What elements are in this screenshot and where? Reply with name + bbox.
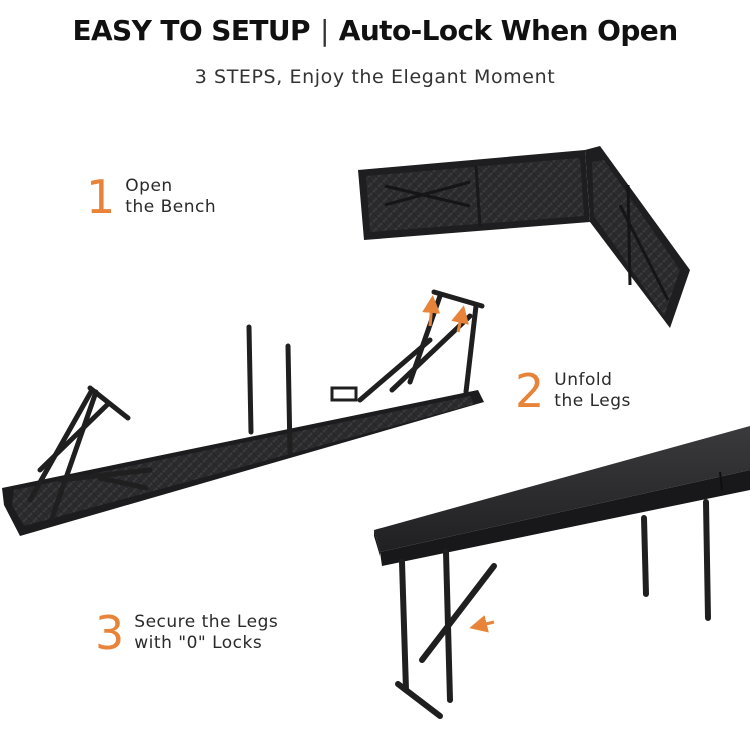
- step-2-line1: Unfold: [554, 370, 613, 390]
- step-2-line2: the Legs: [554, 391, 631, 411]
- step-3-line1: Secure the Legs: [134, 612, 279, 632]
- step-3: 3 Secure the Legs with "0" Locks: [95, 610, 278, 656]
- step-3-number: 3: [95, 606, 125, 660]
- step-1-text: Open the Bench: [125, 176, 216, 218]
- title-separator: |: [319, 14, 329, 47]
- title-auto-lock: Auto-Lock When Open: [338, 14, 678, 47]
- step-2-number: 2: [515, 364, 545, 418]
- step-1-number: 1: [86, 170, 116, 224]
- folded-bench-image: [358, 146, 690, 328]
- unfolding-bench-image: [2, 289, 485, 536]
- step-2-text: Unfold the Legs: [554, 370, 631, 412]
- standing-bench-image: [374, 426, 750, 719]
- step-1-line2: the Bench: [125, 197, 217, 217]
- step-3-line2: with "0" Locks: [134, 633, 263, 653]
- step-1: 1 Open the Bench: [86, 174, 216, 220]
- step-3-text: Secure the Legs with "0" Locks: [134, 612, 278, 654]
- title-easy-setup: EASY TO SETUP: [72, 14, 310, 47]
- step-1-line1: Open: [125, 176, 173, 196]
- page-subtitle: 3 STEPS, Enjoy the Elegant Moment: [194, 66, 556, 88]
- step-2: 2 Unfold the Legs: [515, 368, 631, 414]
- page-title: EASY TO SETUP | Auto-Lock When Open: [0, 14, 750, 47]
